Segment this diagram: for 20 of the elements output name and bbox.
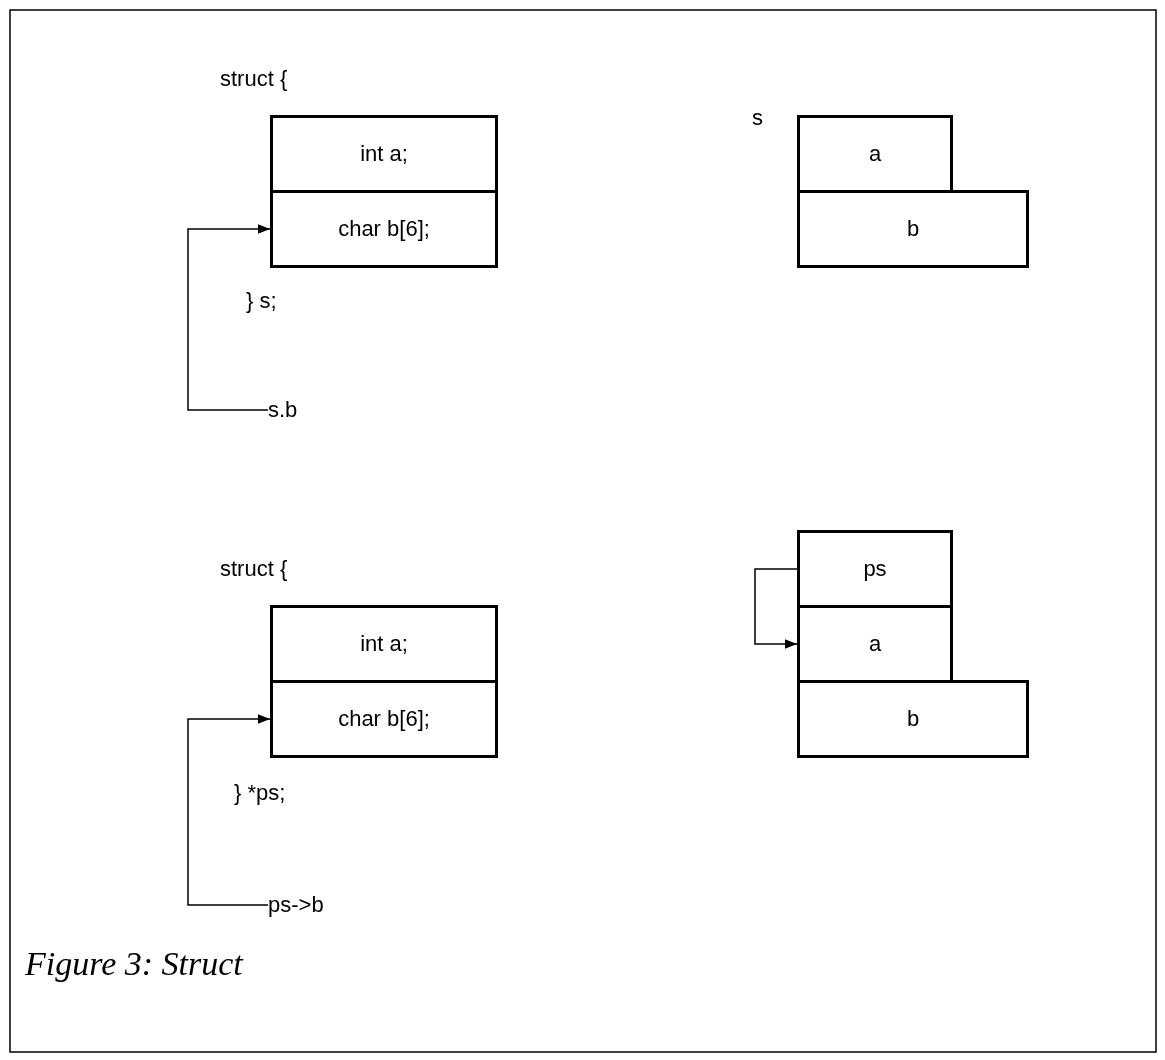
field-box: int a; [270, 605, 498, 683]
code-text: } *ps; [234, 780, 286, 806]
field-box: a [797, 115, 953, 193]
figure-caption: Figure 3: Struct [25, 945, 243, 983]
expression-label: s.b [268, 395, 348, 425]
field-box: b [797, 190, 1029, 268]
code-text: } s; [246, 288, 277, 314]
field-box: char b[6]; [270, 190, 498, 268]
arrow [754, 568, 798, 649]
code-text: struct { [220, 556, 288, 582]
code-text: struct { [220, 66, 288, 92]
field-box: int a; [270, 115, 498, 193]
arrow [187, 714, 271, 906]
field-box: ps [797, 530, 953, 608]
arrow [187, 224, 271, 411]
code-text: s [752, 105, 763, 131]
field-box: char b[6]; [270, 680, 498, 758]
field-box: b [797, 680, 1029, 758]
expression-label: ps->b [268, 890, 378, 920]
field-box: a [797, 605, 953, 683]
